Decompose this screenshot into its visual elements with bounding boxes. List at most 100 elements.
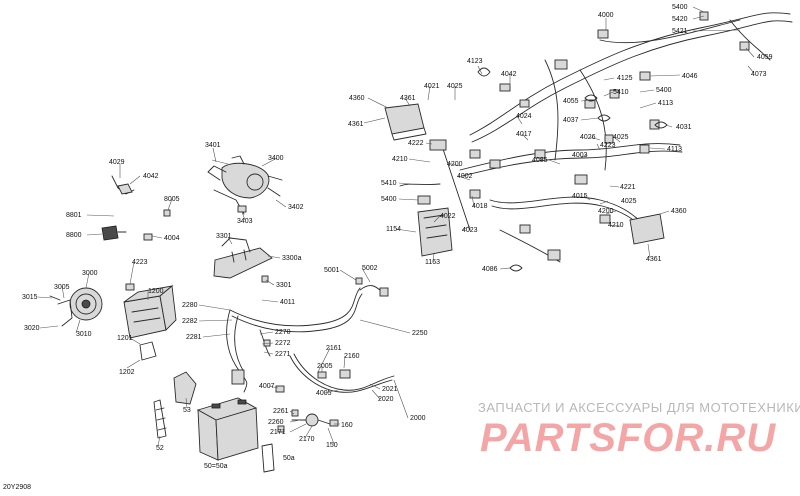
- callout: 4223: [600, 142, 616, 149]
- callout: 53: [183, 407, 191, 414]
- callout: 2261: [273, 408, 289, 415]
- callout: 3402: [288, 204, 304, 211]
- callout: 3401: [205, 142, 221, 149]
- callout: 3010: [76, 331, 92, 338]
- callout: 5400: [656, 87, 672, 94]
- callout: 2020: [378, 396, 394, 403]
- callout: 8800: [66, 232, 82, 239]
- callout: 2271: [275, 351, 291, 358]
- callout: 4046: [682, 73, 698, 80]
- callout: 2170: [299, 436, 315, 443]
- callout: 4005: [316, 390, 332, 397]
- callout: 4029: [109, 159, 125, 166]
- callout: 1201: [117, 335, 133, 342]
- callout: 4113: [667, 146, 682, 153]
- abs-module-1200: [123, 283, 177, 361]
- callout: 4210: [392, 156, 408, 163]
- callout: 4017: [516, 131, 532, 138]
- callout: 4024: [516, 113, 532, 120]
- callout: 2005: [317, 363, 333, 370]
- callout: 4221: [620, 184, 636, 191]
- callout: 4113: [658, 100, 673, 107]
- callout: 5002: [362, 265, 378, 272]
- callout: 2272: [275, 340, 291, 347]
- callout: 4361: [646, 256, 662, 263]
- callout: 4003: [572, 152, 588, 159]
- callout: 2280: [182, 302, 198, 309]
- callout: 1200: [148, 288, 164, 295]
- callout: 3301: [276, 282, 292, 289]
- callout: 5410: [613, 89, 629, 96]
- callout: 4015: [572, 193, 588, 200]
- callout: 3005: [54, 284, 70, 291]
- callout: 4000: [598, 12, 614, 19]
- starter-assembly: [207, 155, 283, 215]
- callout: 4011: [280, 299, 295, 306]
- relay-8800: [101, 209, 171, 241]
- callout: 4026: [580, 134, 596, 141]
- callout: 5421: [672, 28, 688, 35]
- callout: 4055: [563, 98, 579, 105]
- callout: 3000: [82, 270, 98, 277]
- callout: 4042: [501, 71, 517, 78]
- callout: 150: [326, 442, 338, 449]
- callout: 1154: [386, 226, 401, 233]
- callout: 2282: [182, 318, 198, 325]
- callout: 4200: [447, 161, 463, 168]
- battery-bracket: [153, 371, 197, 439]
- callout: 4002: [457, 173, 473, 180]
- callout: 4210: [608, 222, 624, 229]
- bracket-4029: [111, 175, 135, 195]
- callout: 8005: [164, 196, 180, 203]
- callout: 4200: [598, 208, 614, 215]
- callout: 4037: [563, 117, 579, 124]
- callout: 3301: [216, 233, 232, 240]
- callout: 4085: [532, 157, 548, 164]
- callout: 5400: [672, 4, 688, 11]
- callout: 4086: [482, 266, 498, 273]
- watermark-logo: PARTSFOR.RU: [480, 416, 777, 460]
- callout: 4025: [613, 134, 629, 141]
- callout: 1163: [425, 259, 440, 266]
- lower-wiring-harness: [226, 277, 395, 433]
- callout: 4123: [467, 58, 483, 65]
- callout: 4022: [440, 213, 456, 220]
- callout: 2270: [275, 329, 291, 336]
- callout: 3300a: [282, 255, 302, 262]
- watermark-tagline: ЗАПЧАСТИ И АКСЕССУАРЫ ДЛЯ МОТОТЕХНИКИ: [478, 400, 800, 415]
- callout: 4222: [408, 140, 424, 147]
- callout: 5410: [381, 180, 397, 187]
- callout: 2000: [410, 415, 426, 422]
- callout: 8801: [66, 212, 82, 219]
- leader-lines: [37, 6, 755, 447]
- callout: 4073: [751, 71, 767, 78]
- callout: 4360: [671, 208, 687, 215]
- callout: 5001: [324, 267, 340, 274]
- callout: 2260: [268, 419, 284, 426]
- callout: 2171: [270, 429, 286, 436]
- callout: 4042: [143, 173, 159, 180]
- callout: 160: [341, 422, 353, 429]
- callout: 3015: [22, 294, 38, 301]
- callout: 4023: [462, 227, 478, 234]
- callout: 2161: [326, 345, 342, 352]
- callout: 50=50a: [204, 463, 228, 470]
- callout: 52: [156, 445, 164, 452]
- callout: 2021: [382, 386, 398, 393]
- callout: 3020: [24, 325, 40, 332]
- callout: 4025: [447, 83, 463, 90]
- callout: 4018: [472, 203, 488, 210]
- callout: 4360: [349, 95, 365, 102]
- callout: 4059: [757, 54, 773, 61]
- callout: 4004: [164, 235, 180, 242]
- callout: 4021: [424, 83, 440, 90]
- main-wiring-harness: [384, 11, 793, 272]
- callout: 2281: [186, 334, 202, 341]
- callout: 4007: [259, 383, 275, 390]
- callout: 3403: [237, 218, 253, 225]
- callout: 5420: [672, 16, 688, 23]
- callout: 2250: [412, 330, 428, 337]
- callout: 5400: [381, 196, 397, 203]
- horn-3000: [49, 287, 103, 327]
